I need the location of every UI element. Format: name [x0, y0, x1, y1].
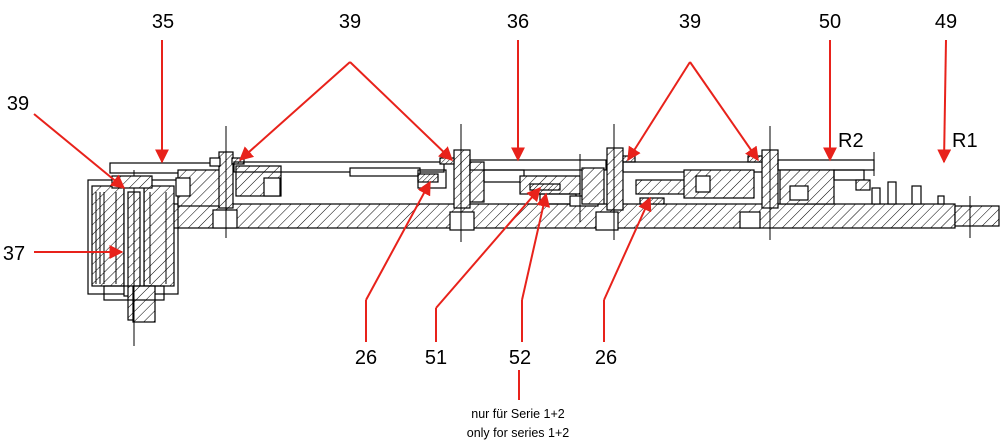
- label-50: 50: [819, 11, 841, 33]
- leader-26-right-b: [603, 196, 652, 301]
- bolt-39-c: [606, 124, 764, 240]
- leader-26-left-b: [365, 180, 431, 301]
- label-26-right: 26: [595, 347, 617, 369]
- base-plate: [167, 181, 1000, 238]
- label-37: 37: [3, 243, 25, 265]
- label-51: 51: [425, 347, 447, 369]
- label-r1: R1: [952, 130, 978, 152]
- note-german: nur für Serie 1+2: [471, 407, 565, 421]
- part-50-carrier: [777, 152, 875, 205]
- leader-52-b: [521, 192, 551, 301]
- leader-39-left: [33, 113, 126, 189]
- label-36: 36: [507, 11, 529, 33]
- leader-lines: [33, 39, 952, 400]
- label-39-left: 39: [7, 93, 29, 115]
- label-26-left: 26: [355, 347, 377, 369]
- leader-39-a: [238, 61, 351, 161]
- leader-39-c: [627, 61, 691, 162]
- part-36-beam-left: [233, 161, 447, 189]
- leader-39-b: [349, 61, 454, 161]
- label-39-top-right: 39: [679, 11, 701, 33]
- leader-51-b: [435, 186, 541, 309]
- label-39-top-left: 39: [339, 11, 361, 33]
- bolt-39-b: [439, 124, 485, 242]
- leader-39-d: [689, 61, 759, 162]
- label-35: 35: [152, 11, 174, 33]
- part-37-column: [87, 170, 179, 346]
- label-49: 49: [935, 11, 957, 33]
- labels: 35 39 36 39 50 49 39 R2 R1 37 26 51 52 2…: [3, 11, 978, 440]
- label-52: 52: [509, 347, 531, 369]
- label-r2: R2: [838, 130, 864, 152]
- note-english: only for series 1+2: [467, 426, 570, 440]
- leader-49: [937, 39, 952, 164]
- bolt-39-a: [209, 126, 282, 238]
